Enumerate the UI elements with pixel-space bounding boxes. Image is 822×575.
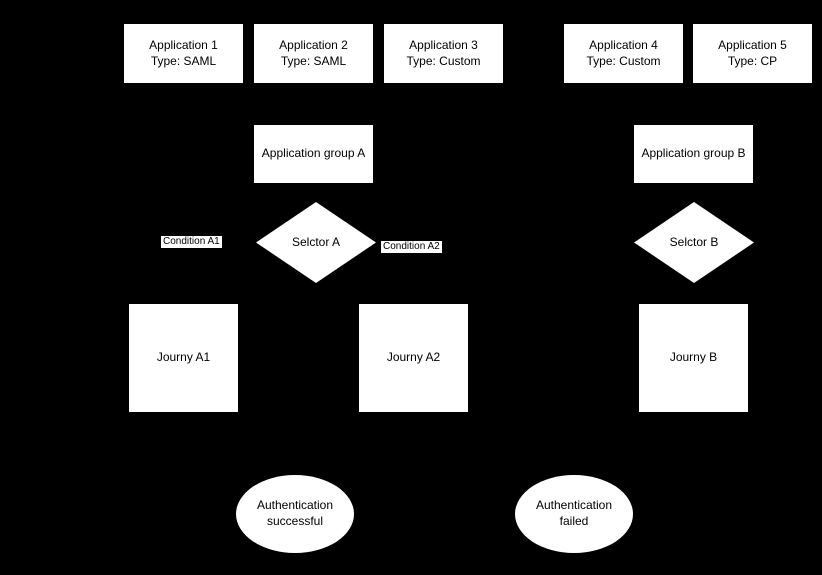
application-4-type: Type: Custom: [586, 53, 661, 68]
node-selector-b[interactable]: Selctor B: [634, 202, 754, 283]
application-group-a-label: Application group A: [261, 146, 366, 161]
node-selector-a[interactable]: Selctor A: [256, 202, 376, 283]
selector-a-label: Selctor A: [291, 234, 341, 249]
application-3-name: Application 3: [409, 37, 478, 52]
auth-successful-line1: Authentication: [256, 498, 334, 513]
condition-a1-text: Condition A1: [163, 236, 220, 247]
node-application-3[interactable]: Application 3 Type: Custom: [384, 24, 503, 83]
application-5-type: Type: CP: [727, 53, 778, 68]
node-journey-a1[interactable]: Journy A1: [129, 304, 238, 412]
auth-failed-line1: Authentication: [535, 498, 613, 513]
node-application-4[interactable]: Application 4 Type: Custom: [564, 24, 683, 83]
selector-b-label: Selctor B: [669, 234, 719, 249]
application-2-name: Application 2: [279, 37, 348, 52]
node-authentication-successful[interactable]: Authentication successful: [236, 475, 354, 553]
journey-a2-label: Journy A2: [386, 350, 441, 365]
application-group-b-label: Application group B: [641, 146, 746, 161]
node-application-2[interactable]: Application 2 Type: SAML: [254, 24, 373, 83]
condition-a2-text: Condition A2: [383, 241, 440, 252]
node-application-group-b[interactable]: Application group B: [634, 125, 753, 183]
auth-successful-line2: successful: [266, 514, 324, 528]
journey-a1-label: Journy A1: [156, 350, 211, 365]
application-5-name: Application 5: [718, 37, 787, 52]
application-1-name: Application 1: [149, 37, 218, 52]
application-4-name: Application 4: [589, 37, 658, 52]
application-2-type: Type: SAML: [280, 53, 347, 68]
edge-label-condition-a1[interactable]: Condition A1: [161, 236, 222, 248]
node-application-1[interactable]: Application 1 Type: SAML: [124, 24, 243, 83]
application-3-type: Type: Custom: [406, 53, 481, 68]
node-application-group-a[interactable]: Application group A: [254, 125, 373, 183]
auth-failed-line2: failed: [559, 514, 589, 528]
node-journey-b[interactable]: Journy B: [639, 304, 748, 412]
journey-b-label: Journy B: [669, 350, 718, 365]
application-1-type: Type: SAML: [150, 53, 217, 68]
node-authentication-failed[interactable]: Authentication failed: [515, 475, 633, 553]
node-journey-a2[interactable]: Journy A2: [359, 304, 468, 412]
edge-label-condition-a2[interactable]: Condition A2: [381, 241, 442, 253]
node-application-5[interactable]: Application 5 Type: CP: [693, 24, 812, 83]
